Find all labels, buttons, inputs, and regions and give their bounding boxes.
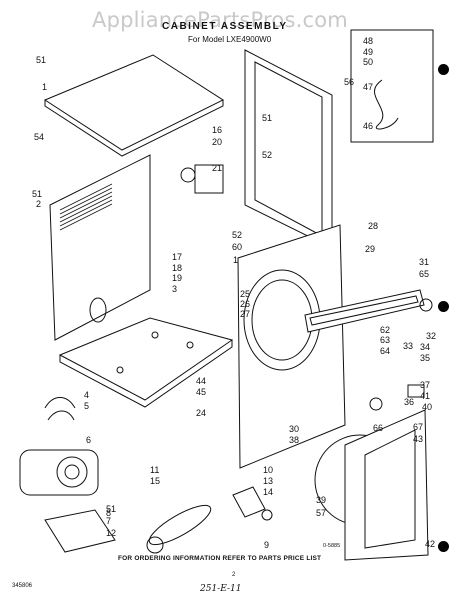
- callout-label: 47: [363, 82, 373, 92]
- callout-label: 13: [263, 476, 273, 486]
- callout-label: 15: [150, 476, 160, 486]
- front-panel: [237, 224, 346, 469]
- watermark: AppliancePartsPros.com: [92, 8, 348, 32]
- motor: [19, 449, 99, 496]
- diagram-title: CABINET ASSEMBLY: [162, 21, 288, 32]
- callout-label: 52: [262, 150, 272, 160]
- callout-label: 31: [419, 257, 429, 267]
- callout-label: 45: [196, 387, 206, 397]
- top-panel: [43, 54, 225, 151]
- callout-label: 62: [380, 325, 390, 335]
- left-side-panel: [49, 154, 151, 341]
- callout-label: 34: [420, 342, 430, 352]
- callout-label: 60: [232, 242, 242, 252]
- figure-code: 0-5885: [323, 543, 341, 549]
- callout-label: 50: [363, 57, 373, 67]
- callout-label: 41: [420, 391, 430, 401]
- callout-label: 54: [34, 132, 44, 142]
- callout-label: 14: [263, 487, 273, 497]
- callout-label: 2: [36, 199, 41, 209]
- callout-label: 56: [344, 77, 354, 87]
- callout-label: 8: [106, 508, 111, 518]
- model-subtitle: For Model LXE4900W0: [188, 35, 272, 44]
- callout-label: 35: [420, 353, 430, 363]
- callout-label: 21: [212, 163, 222, 173]
- page-number: 2: [232, 572, 236, 578]
- callout-label: 30: [289, 424, 299, 434]
- callout-label: 46: [363, 121, 373, 131]
- callout-label: 36: [404, 397, 414, 407]
- ordering-note: FOR ORDERING INFORMATION REFER TO PARTS …: [118, 555, 322, 562]
- callout-label: 1: [42, 82, 47, 92]
- callout-label: 1: [233, 255, 238, 265]
- callout-label: 42: [425, 539, 435, 549]
- callout-label: 20: [212, 137, 222, 147]
- callout-label: 38: [289, 435, 299, 445]
- callout-label: 33: [403, 341, 413, 351]
- callout-label: 4: [84, 390, 89, 400]
- callout-label: 5: [84, 401, 89, 411]
- callout-label: 37: [420, 380, 430, 390]
- base-frame: [58, 317, 234, 401]
- binder-hole-middle: [438, 301, 449, 312]
- handwritten-note: 251-E-11: [200, 584, 242, 594]
- callout-label: 49: [363, 47, 373, 57]
- callout-label: 43: [413, 434, 423, 444]
- callout-label: 24: [196, 408, 206, 418]
- document-number: 345806: [12, 583, 33, 589]
- callout-label: 63: [380, 335, 390, 345]
- callout-label: 39: [316, 495, 326, 505]
- callout-label: 51: [36, 55, 46, 65]
- binder-hole-bottom: [438, 541, 449, 552]
- callout-label: 66: [373, 423, 383, 433]
- callout-label: 44: [196, 376, 206, 386]
- drive-belt: [148, 504, 212, 546]
- power-cord-inset: [350, 29, 434, 143]
- callout-label: 27: [240, 309, 250, 319]
- callout-label: 25: [240, 289, 250, 299]
- binder-hole-top: [438, 64, 449, 75]
- callout-label: 51: [106, 504, 116, 514]
- callout-label: 16: [212, 125, 222, 135]
- rear-bulkhead: [344, 409, 429, 561]
- callout-label: 17: [172, 252, 182, 262]
- callout-label: 65: [419, 269, 429, 279]
- callout-label: 6: [86, 435, 91, 445]
- callout-label: 19: [172, 273, 182, 283]
- callout-label: 3: [172, 284, 177, 294]
- callout-label: 9: [264, 540, 269, 550]
- callout-label: 26: [240, 299, 250, 309]
- callout-label: 11: [150, 465, 159, 475]
- callout-label: 40: [422, 402, 432, 412]
- callout-label: 48: [363, 36, 373, 46]
- callout-label: 51: [32, 189, 42, 199]
- callout-label: 57: [316, 508, 326, 518]
- callout-label: 67: [413, 422, 423, 432]
- callout-label: 12: [106, 528, 116, 538]
- callout-label: 51: [262, 113, 272, 123]
- callout-label: 64: [380, 346, 390, 356]
- callout-label: 32: [426, 331, 436, 341]
- callout-label: 52: [232, 230, 242, 240]
- callout-label: 18: [172, 263, 182, 273]
- callout-label: 7: [106, 516, 111, 526]
- callout-label: 28: [368, 221, 378, 231]
- callout-label: 29: [365, 244, 375, 254]
- callout-label: 10: [263, 465, 273, 475]
